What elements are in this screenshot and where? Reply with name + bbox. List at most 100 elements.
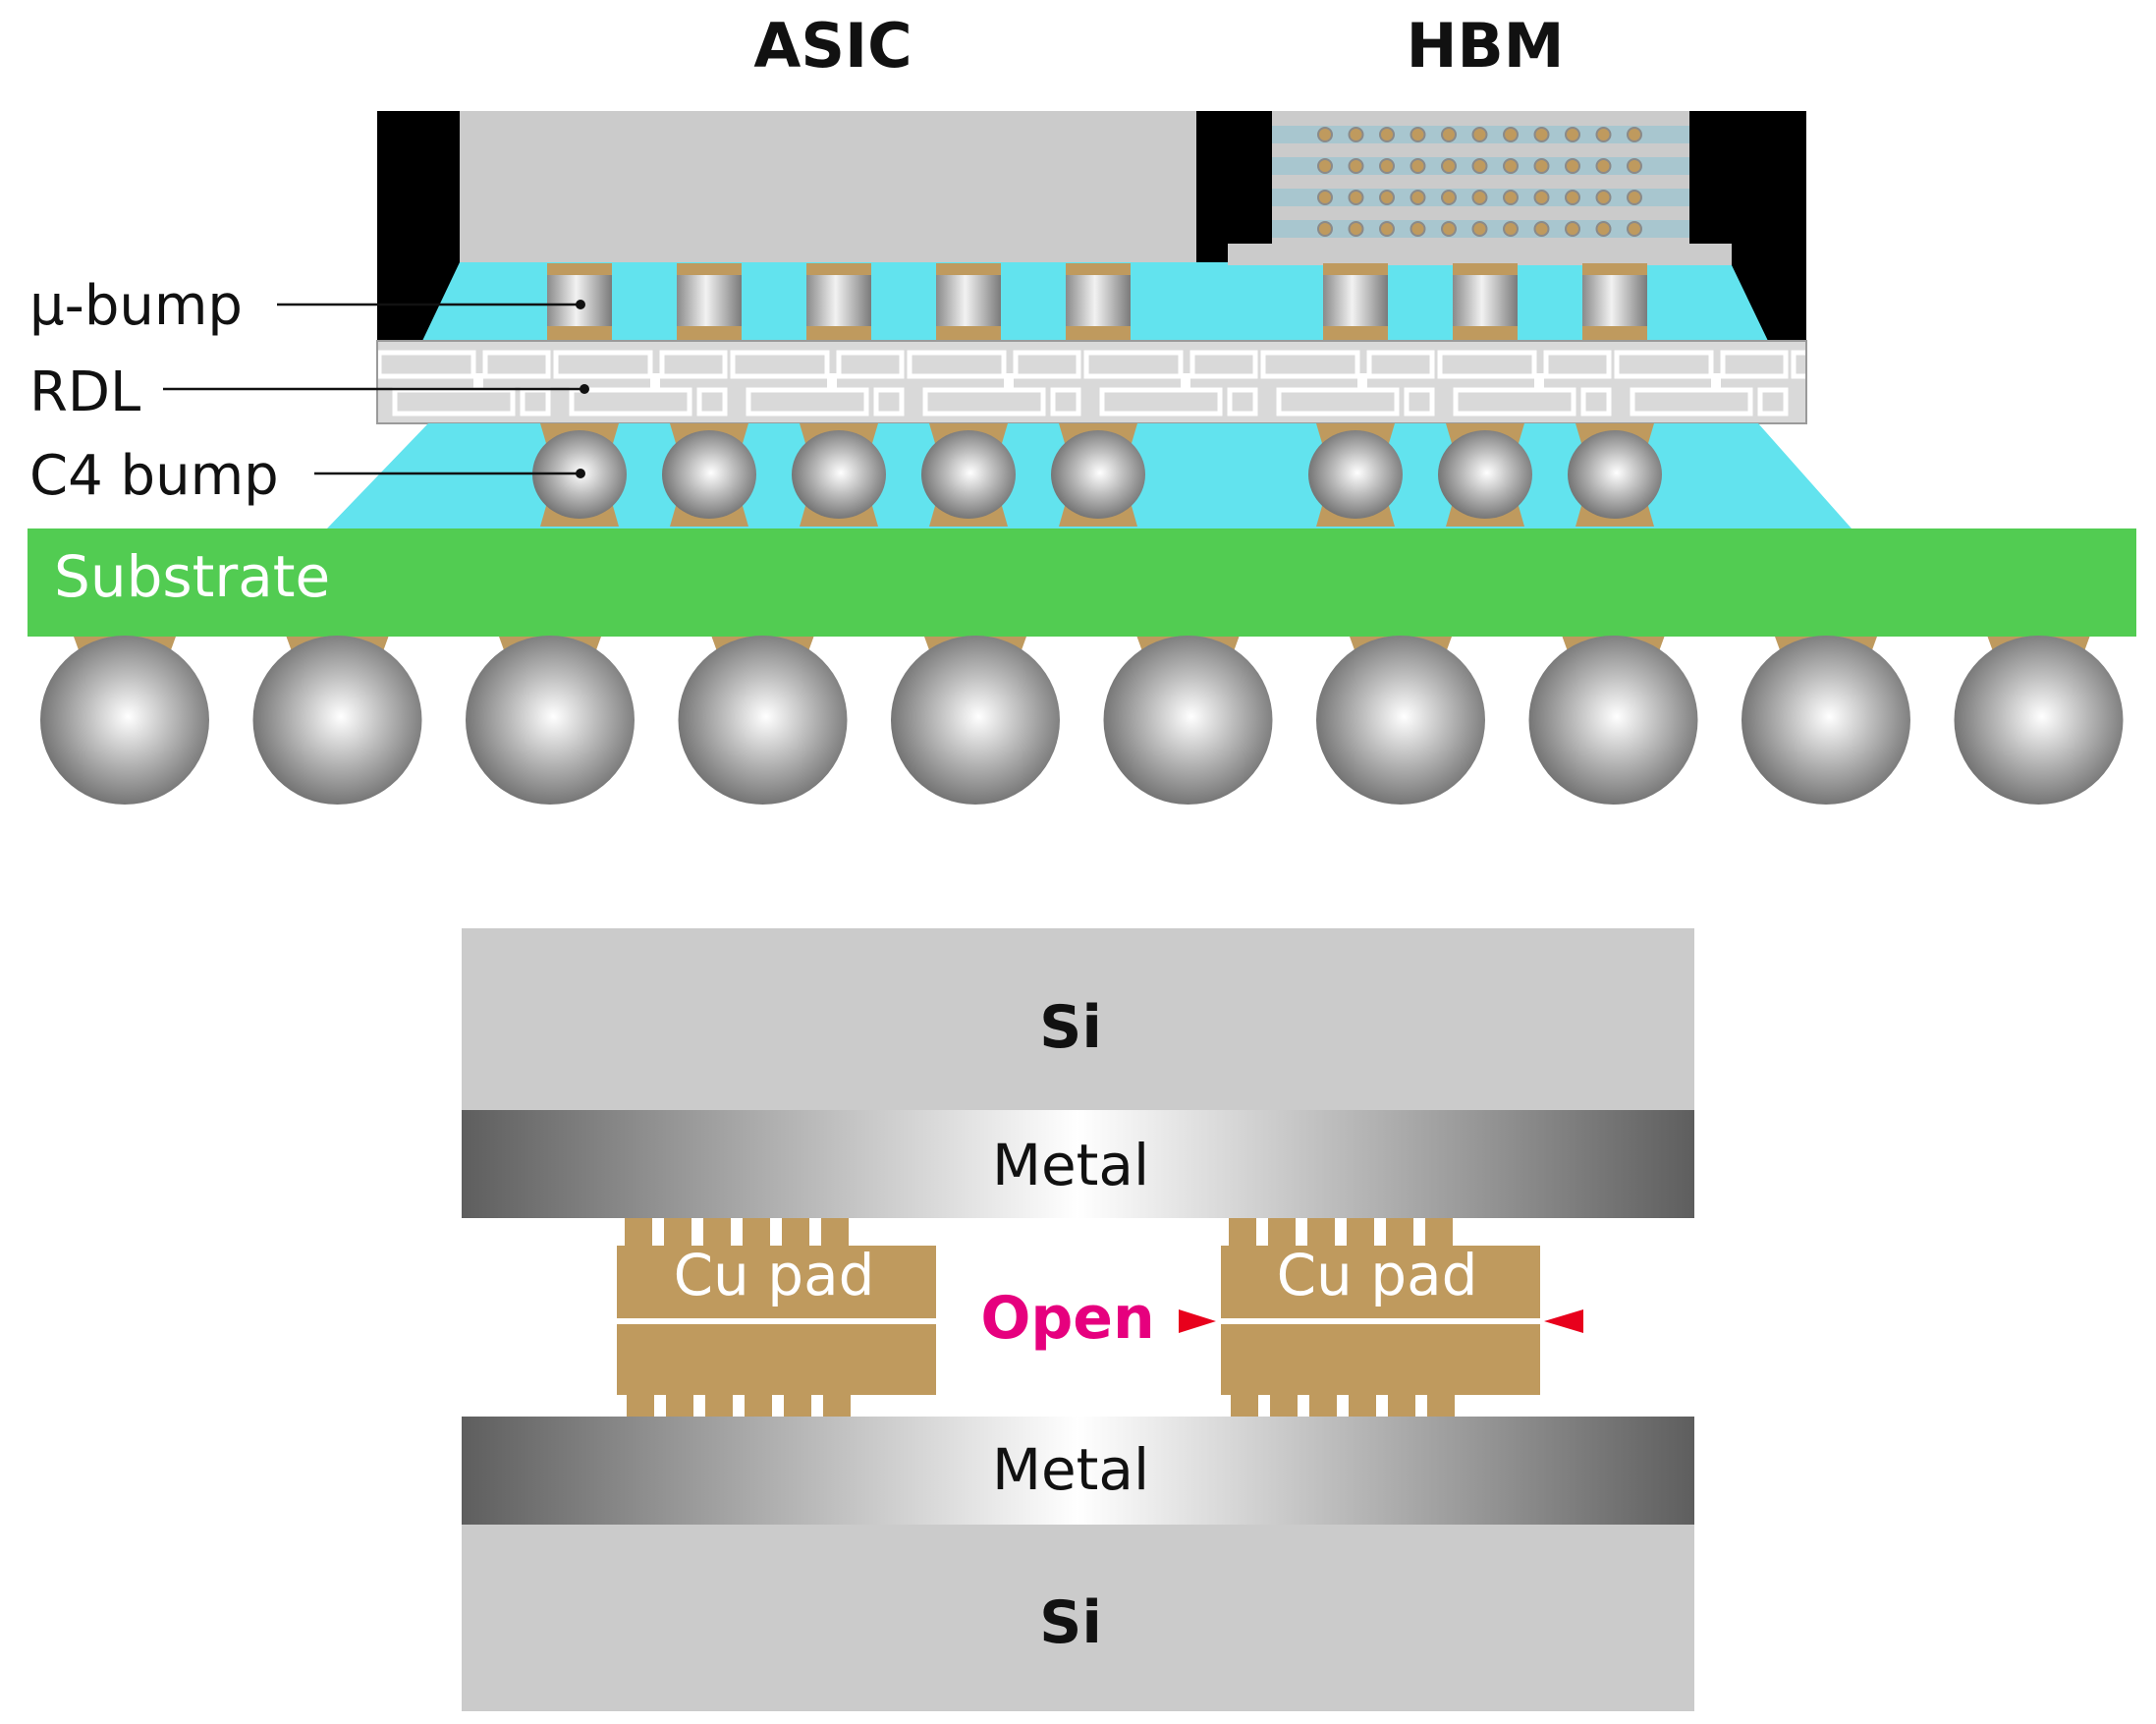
si-bottom-layer [462,1525,1694,1711]
micro-bump [1453,263,1518,341]
bga-ball [252,636,422,805]
ubump-callout: μ-bump [29,274,585,338]
tsv-dot [1627,158,1642,174]
tsv-dot [1627,221,1642,237]
cu-pad [617,1218,936,1418]
micro-bump [1066,263,1131,341]
tsv-dot [1410,127,1426,142]
micro-bump [936,263,1001,341]
open-arrow-left-icon [1179,1309,1216,1333]
tsv-dot [1348,127,1364,142]
tsv-dot [1410,158,1426,174]
tsv-dot [1471,158,1488,174]
tsv-dot [1441,127,1457,142]
cu-pad [1221,1218,1540,1418]
cu-pads [617,1218,1540,1418]
bga-ball [1954,636,2124,805]
c4-bump [1051,423,1145,527]
c4-bump [792,423,886,527]
si-top-label: Si [1039,993,1102,1062]
substrate-label: Substrate [54,543,330,610]
tsv-dot [1471,221,1488,237]
tsv-dot [1595,158,1612,174]
tsv-dot [1471,127,1488,142]
tsv-dot [1595,190,1612,205]
tsv-dot [1565,221,1580,237]
tsv-dot [1348,190,1364,205]
metal-bottom-layer [462,1417,1694,1525]
rdl-callout: RDL [29,361,589,424]
c4-bump [1568,423,1662,527]
open-label: Open [980,1284,1154,1353]
tsv-dot [1533,190,1550,205]
tsv-dot [1317,158,1333,174]
tsv-dot [1533,221,1550,237]
cu-pad-right-label: Cu pad [1277,1242,1478,1308]
bga-solder-balls [40,636,2124,805]
c4-bump [921,423,1016,527]
c4-callout: C4 bump [29,444,585,508]
tsv-dot [1627,127,1642,142]
c4-bump [532,423,627,527]
tsv-dot [1595,221,1612,237]
hbm-stack [1228,111,1732,265]
bga-ball [40,636,209,805]
cu-pad-left-label: Cu pad [674,1242,875,1308]
ubump-label: μ-bump [29,274,243,338]
micro-bump [1323,263,1388,341]
tsv-dot [1503,158,1519,174]
tsv-dot [1410,190,1426,205]
tsv-dot [1627,190,1642,205]
tsv-dot [1503,190,1519,205]
tsv-dot [1503,127,1519,142]
rdl-label: RDL [29,361,140,424]
tsv-dot [1317,190,1333,205]
tsv-dot [1410,221,1426,237]
tsv-dot [1317,221,1333,237]
tsv-dot [1379,158,1395,174]
metal-top-layer [462,1110,1694,1218]
tsv-dot [1565,158,1580,174]
tsv-dot [1533,127,1550,142]
c4-bump [1438,423,1532,527]
bga-ball [1528,636,1698,805]
si-top-layer [462,928,1694,1110]
c4-bump [662,423,756,527]
tsv-dot [1503,221,1519,237]
metal-bottom-label: Metal [992,1436,1149,1503]
tsv-dot [1348,221,1364,237]
tsv-dot [1379,127,1395,142]
tsv-dot [1379,221,1395,237]
micro-bump [806,263,871,341]
bga-ball [1103,636,1273,805]
tsv-dot [1441,190,1457,205]
c4-bumps [532,423,1662,527]
tsv-dot [1348,158,1364,174]
tsv-dot [1441,158,1457,174]
tsv-dot [1565,127,1580,142]
bga-ball [678,636,848,805]
tsv-dot [1317,127,1333,142]
rdl-interposer [376,340,1807,424]
asic-die [460,111,1196,262]
tsv-dot [1565,190,1580,205]
tsv-dot [1379,190,1395,205]
micro-bump [1582,263,1647,341]
si-bottom-label: Si [1039,1588,1102,1657]
open-arrow-right-icon [1544,1309,1583,1333]
hbm-base-die [1228,244,1732,265]
asic-label: ASIC [753,10,912,82]
bga-ball [1741,636,1910,805]
c4-label: C4 bump [29,444,279,508]
bga-ball [466,636,635,805]
micro-bump [677,263,742,341]
substrate [28,528,2136,637]
tsv-dot [1441,221,1457,237]
micro-bumps [547,263,1647,341]
bga-ball [891,636,1060,805]
hbm-label: HBM [1407,10,1565,82]
metal-top-label: Metal [992,1132,1149,1198]
c4-bump [1308,423,1403,527]
bga-ball [1316,636,1485,805]
